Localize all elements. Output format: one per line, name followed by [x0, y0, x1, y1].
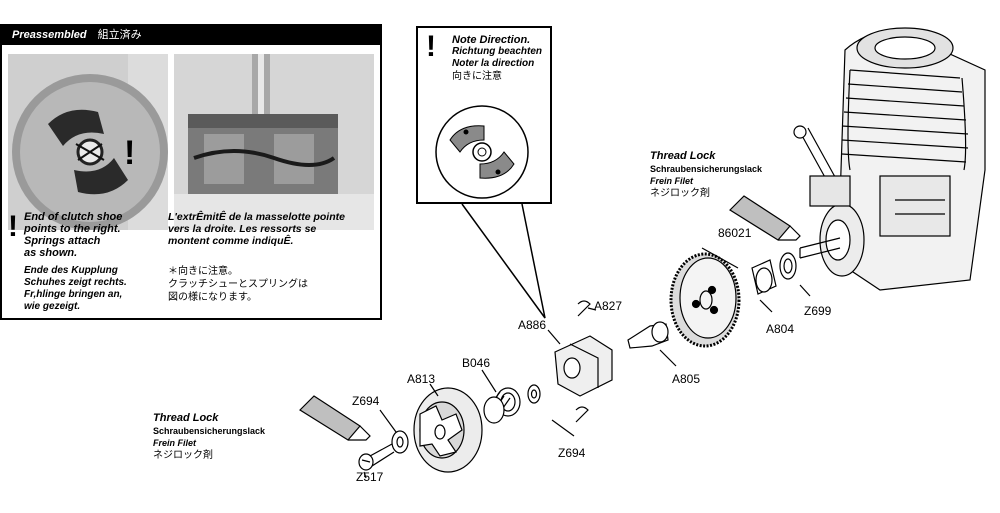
- note-direction-text: Note Direction. Richtung beachten Noter …: [452, 34, 543, 82]
- note-jp: ＊向きに注意。 クラッチシューとスプリングは 図の様になります。: [168, 266, 308, 303]
- clutch-shoe-assembly: [554, 335, 613, 397]
- note-fr: L'extrÊmitÊ de la masselotte pointe vers…: [168, 211, 345, 247]
- spring-icon: [577, 300, 591, 317]
- exclamation-icon: !: [8, 210, 18, 243]
- thread-lock-tube-icon: [299, 395, 371, 441]
- part-label-z517: Z517: [356, 470, 384, 484]
- flywheel-icon: [669, 252, 741, 348]
- screw-icon: [358, 443, 395, 471]
- part-label-z699: Z699: [804, 304, 832, 318]
- thread-lock-label-engine: Thread Lock Schraubensicherungslack Frei…: [650, 150, 763, 199]
- part-label-a813: A813: [407, 372, 436, 386]
- part-label-a804: A804: [766, 322, 795, 336]
- exclamation-icon: !: [426, 30, 436, 63]
- part-label-86021: 86021: [718, 226, 752, 240]
- part-label-a827: A827: [594, 299, 623, 313]
- washer-icon: [779, 252, 797, 280]
- note-en: End of clutch shoe points to the right. …: [24, 211, 123, 259]
- part-label-b046: B046: [462, 356, 491, 370]
- engine-icon: [793, 27, 986, 291]
- part-label-a886: A886: [518, 318, 547, 332]
- preassembled-header: Preassembled 組立済み: [2, 26, 380, 45]
- thread-lock-label-bell: Thread Lock Schraubensicherungslack Frei…: [153, 412, 266, 461]
- preassembled-header-jp: 組立済み: [97, 29, 142, 41]
- clutch-shoe-icon: !: [8, 54, 168, 230]
- thread-lock-tube-icon: [729, 195, 801, 241]
- spring-icon: [575, 406, 589, 423]
- note-direction-panel: ! Note Direction. Richtung beachten Note…: [416, 26, 552, 204]
- bearing-icon: [483, 387, 521, 424]
- clutch-shoe-icon: [435, 105, 529, 199]
- part-label-z694-bottom: Z694: [558, 446, 586, 460]
- clutch-top-photo: !: [8, 54, 168, 230]
- svg-text:!: !: [124, 134, 135, 172]
- clutch-bell-icon: [413, 387, 483, 473]
- clutch-side-photo: [174, 54, 374, 230]
- preassembled-panel: Preassembled 組立済み ! !: [0, 24, 382, 320]
- preassembled-header-en: Preassembled: [12, 29, 87, 41]
- note-de: Ende des Kupplung Schuhes zeigt rechts. …: [24, 265, 127, 312]
- part-label-a805: A805: [672, 372, 701, 386]
- part-label-z694-top: Z694: [352, 394, 380, 408]
